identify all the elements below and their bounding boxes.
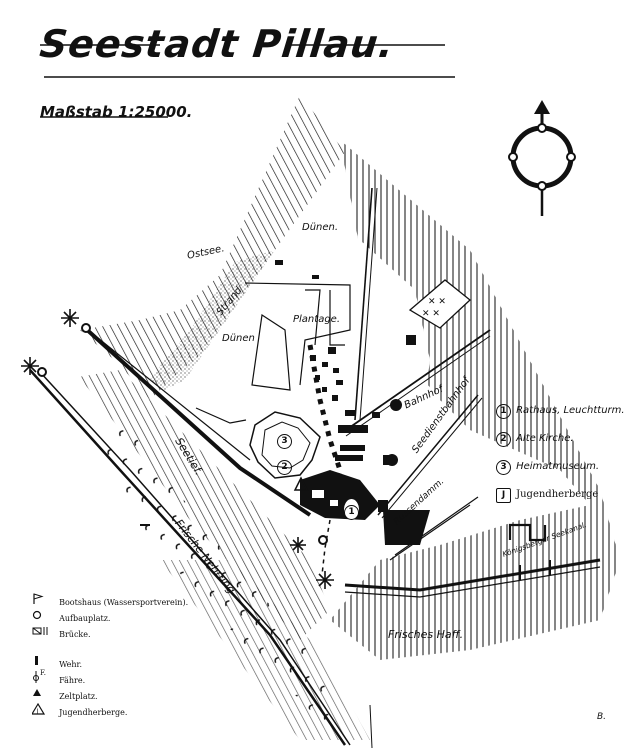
legend-number-j: J <box>496 488 511 503</box>
svg-text:✕ ✕: ✕ ✕ <box>428 297 446 307</box>
hostel-map-icon <box>293 476 309 491</box>
legend-text-assembly: Aufbauplatz. <box>59 614 111 623</box>
town-blocks <box>275 260 430 545</box>
legend-text-weir: Wehr. <box>59 660 83 669</box>
legend-item-church: 2 Alte Kirche. <box>496 426 625 447</box>
legend-row-ferry: F. Fähre. <box>32 668 202 687</box>
circle-icon <box>32 606 54 625</box>
map-marker-church: 2 <box>277 454 292 475</box>
legend-item-townhall: 1 Rathaus, Leuchtturm. <box>496 398 625 419</box>
legend-text-bridge: Brücke. <box>59 630 91 639</box>
town-white-accents <box>312 490 338 506</box>
legend-text-boathouse: Bootshaus (Wassersportverein). <box>59 598 189 607</box>
map-scale: Maßstab 1:25000. <box>40 103 193 121</box>
legend-text-ferry: Fähre. <box>59 676 86 685</box>
legend-row-assembly: Aufbauplatz. <box>32 606 202 625</box>
svg-text:J: J <box>36 708 39 715</box>
compass-rose-icon <box>508 100 576 216</box>
railways <box>345 187 491 561</box>
corner-mark: B. <box>597 712 607 722</box>
legend-text-1: Rathaus, Leuchtturm. <box>516 405 625 416</box>
legend-text-camp: Zeltplatz. <box>59 692 98 701</box>
svg-text:✕ ✕: ✕ ✕ <box>422 309 440 319</box>
ferry-label: F. <box>40 669 46 677</box>
baltic-sea-hatching <box>80 95 345 400</box>
hostel-icon: J <box>30 700 54 719</box>
legend-numbered: 1 Rathaus, Leuchtturm. 2 Alte Kirche. 3 … <box>496 398 625 503</box>
title-underline <box>40 44 455 118</box>
cemetery: ✕ ✕ ✕ ✕ <box>408 279 471 329</box>
map-marker-museum: 3 <box>277 428 292 449</box>
bridge-icon <box>32 622 54 641</box>
legend-symbols: Bootshaus (Wassersportverein). Aufbaupla… <box>30 590 202 719</box>
label-plantage: Plantage. <box>293 314 341 325</box>
map-edge-line <box>369 704 373 749</box>
legend-number-3: 3 <box>496 460 511 475</box>
legend-number-2: 2 <box>496 432 511 447</box>
legend-text-2: Alte Kirche. <box>516 433 574 444</box>
legend-number-1: 1 <box>496 404 511 419</box>
legend-text-hostel: Jugendherberge. <box>59 708 128 717</box>
legend-row-weir: Wehr. <box>32 652 202 671</box>
label-duenen-top: Dünen. <box>302 222 339 233</box>
legend-item-museum: 3 Heimatmuseum. <box>496 454 625 475</box>
ferry-route <box>321 519 331 576</box>
legend-text-3: Heimatmuseum. <box>516 461 600 472</box>
fortification-line <box>307 344 343 506</box>
weir-icon <box>32 652 54 671</box>
map-marker-townhall: 1 <box>344 499 359 520</box>
dune-paths <box>195 282 351 424</box>
legend-text-j: Jugendherberge <box>516 489 599 500</box>
legend-item-hostel: J Jugendherberge <box>496 482 625 503</box>
legend-row-hostel: J Jugendherberge. <box>30 700 202 719</box>
anchor-star-icon <box>21 309 334 589</box>
map-title: Seestadt Pillau. <box>37 22 397 66</box>
flag-icon <box>32 590 54 609</box>
ship-canal <box>344 523 601 598</box>
label-duenen-mid: Dünen <box>222 333 255 344</box>
legend-row-camp: Zeltplatz. <box>32 684 202 703</box>
tent-icon <box>32 684 54 703</box>
ferry-icon: F. <box>32 668 54 687</box>
legend-row-boathouse: Bootshaus (Wassersportverein). <box>32 590 202 609</box>
label-frisches-haff: Frisches Haff. <box>388 628 464 641</box>
legend-row-bridge: Brücke. <box>32 622 202 652</box>
channel-lines <box>29 323 351 746</box>
